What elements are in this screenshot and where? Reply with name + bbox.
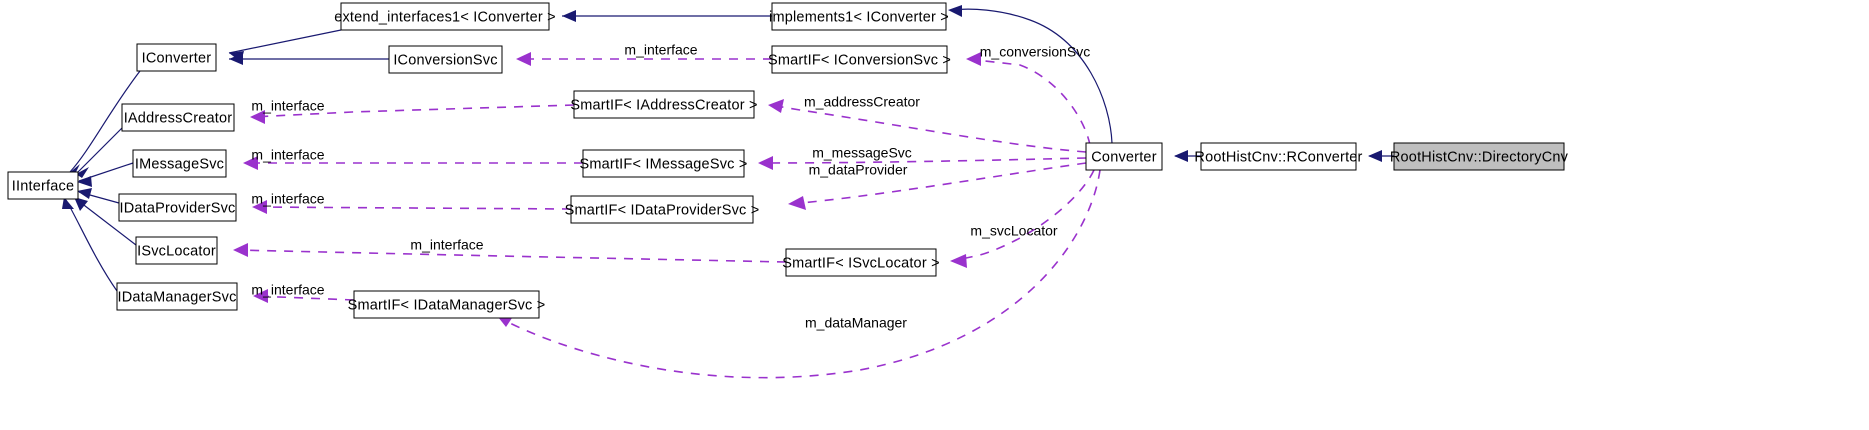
- usage-edge-converter-conversionsvc: [966, 52, 1091, 146]
- lbl-m-conversionsvc: m_conversionSvc: [980, 44, 1091, 60]
- lbl-m-interface-idataprovidersvc: m_interface: [251, 191, 324, 207]
- node-box-extend_interfaces1[interactable]: [340, 2, 550, 31]
- edge-implements1-to-extend-interfaces1: [562, 10, 772, 22]
- node-iaddresscreator[interactable]: IAddressCreator: [121, 103, 235, 132]
- node-label-smartif_idatamanagersvc: SmartIF< IDataManagerSvc >: [348, 297, 546, 313]
- usage-edge-smartif-idatamanagersvc: [253, 289, 355, 303]
- node-label-iconversionsvc: IConversionSvc: [393, 52, 497, 68]
- node-box-iaddresscreator[interactable]: [121, 103, 235, 132]
- node-label-isvclocator: ISvcLocator: [137, 243, 216, 259]
- node-label-iaddresscreator: IAddressCreator: [124, 110, 233, 126]
- node-box-rootcnv_directorycnv[interactable]: [1393, 142, 1565, 171]
- lbl-m-interface-idatamanagersvc: m_interface: [251, 282, 324, 298]
- node-label-converter: Converter: [1091, 149, 1156, 165]
- node-label-imessagesvc: IMessageSvc: [135, 156, 224, 172]
- lbl-m-dataprovider: m_dataProvider: [809, 162, 908, 178]
- usage-edge-smartif-imessagesvc: [243, 156, 583, 170]
- node-iconversionsvc[interactable]: IConversionSvc: [388, 45, 503, 74]
- node-label-smartif_iaddresscreator: SmartIF< IAddressCreator >: [570, 97, 757, 113]
- lbl-m-interface-iaddresscreator: m_interface: [251, 98, 324, 114]
- node-smartif_idatamanagersvc[interactable]: SmartIF< IDataManagerSvc >: [348, 290, 546, 319]
- lbl-m-interface-iconversionsvc: m_interface: [624, 42, 697, 58]
- node-box-smartif_iconversionsvc[interactable]: [771, 45, 948, 74]
- edge-iaddresscreator-to-iinterface: [76, 127, 123, 178]
- node-smartif_idataprovidersvc[interactable]: SmartIF< IDataProviderSvc >: [565, 195, 760, 224]
- edge-extend-interfaces1-to-iconverter: [228, 29, 342, 62]
- node-box-iconverter[interactable]: [136, 43, 217, 72]
- edge-directorycnv-to-rconverter: [1368, 150, 1394, 162]
- node-label-smartif_imessagesvc: SmartIF< IMessageSvc >: [580, 156, 748, 172]
- node-box-idataprovidersvc[interactable]: [118, 193, 237, 222]
- lbl-m-messagesvc: m_messageSvc: [812, 145, 912, 161]
- node-converter[interactable]: Converter: [1085, 142, 1163, 171]
- usage-edge-smartif-iaddresscreator: [250, 104, 575, 124]
- usage-edge-converter-addresscreator: [768, 99, 1087, 153]
- usage-edge-smartif-isvclocator: [233, 243, 787, 263]
- lbl-m-svclocator: m_svcLocator: [970, 223, 1057, 239]
- node-box-converter[interactable]: [1085, 142, 1163, 171]
- node-box-smartif_isvclocator[interactable]: [785, 248, 937, 277]
- node-rootcnv_directorycnv[interactable]: RootHistCnv::DirectoryCnv: [1390, 142, 1569, 171]
- node-box-smartif_iaddresscreator[interactable]: [573, 90, 755, 119]
- node-label-rootcnv_rconverter: RootHistCnv::RConverter: [1194, 149, 1362, 165]
- edge-idataprovidersvc-to-iinterface: [77, 188, 120, 204]
- usage-edge-smartif-iconversionsvc: [516, 52, 772, 66]
- edge-imessagesvc-to-iinterface: [77, 162, 134, 187]
- usage-edge-converter-messagesvc: [758, 156, 1087, 170]
- node-box-imessagesvc[interactable]: [132, 149, 227, 178]
- node-label-smartif_isvclocator: SmartIF< ISvcLocator >: [782, 255, 940, 271]
- node-rootcnv_rconverter[interactable]: RootHistCnv::RConverter: [1194, 142, 1362, 171]
- node-box-isvclocator[interactable]: [135, 236, 218, 265]
- node-label-smartif_idataprovidersvc: SmartIF< IDataProviderSvc >: [565, 202, 760, 218]
- lbl-m-interface-isvclocator: m_interface: [410, 237, 483, 253]
- usage-edge-smartif-idataprovidersvc: [252, 200, 572, 214]
- node-isvclocator[interactable]: ISvcLocator: [135, 236, 218, 265]
- node-box-rootcnv_rconverter[interactable]: [1200, 142, 1357, 171]
- node-label-iinterface: IInterface: [12, 178, 74, 194]
- node-box-smartif_idataprovidersvc[interactable]: [570, 195, 754, 224]
- usage-edge-converter-dataprovider: [788, 162, 1087, 210]
- edge-iconversionsvc-to-iconverter: [229, 53, 389, 65]
- node-box-implements1[interactable]: [771, 2, 947, 31]
- edge-labels: m_interface m_interface m_interface m_inter…: [251, 42, 1090, 331]
- edge-isvclocator-to-iinterface: [74, 197, 137, 246]
- node-iinterface[interactable]: IInterface: [7, 171, 79, 200]
- node-extend_interfaces1[interactable]: extend_interfaces1< IConverter >: [334, 2, 556, 31]
- node-boxes: IInterface IConverterIAddressCreatorIMess…: [7, 2, 1569, 319]
- node-box-smartif_imessagesvc[interactable]: [582, 149, 745, 178]
- node-label-extend_interfaces1: extend_interfaces1< IConverter >: [334, 9, 556, 25]
- node-iconverter[interactable]: IConverter: [136, 43, 217, 72]
- lbl-m-addresscreator: m_addressCreator: [804, 94, 920, 110]
- usage-edge-converter-svclocator: [950, 169, 1095, 268]
- node-smartif_iconversionsvc[interactable]: SmartIF< IConversionSvc >: [768, 45, 951, 74]
- node-box-idatamanagersvc[interactable]: [116, 282, 238, 311]
- node-imessagesvc[interactable]: IMessageSvc: [132, 149, 227, 178]
- inheritance-edges: [62, 5, 1394, 292]
- node-smartif_imessagesvc[interactable]: SmartIF< IMessageSvc >: [580, 149, 748, 178]
- edge-rconverter-to-converter: [1174, 150, 1201, 162]
- lbl-m-datamanager: m_dataManager: [805, 315, 907, 331]
- lbl-m-interface-imessagesvc: m_interface: [251, 147, 324, 163]
- node-label-smartif_iconversionsvc: SmartIF< IConversionSvc >: [768, 52, 951, 68]
- node-label-iconverter: IConverter: [142, 50, 212, 66]
- edge-converter-to-implements1: [948, 5, 1113, 144]
- node-label-implements1: implements1< IConverter >: [769, 9, 949, 25]
- node-label-idataprovidersvc: IDataProviderSvc: [119, 200, 235, 216]
- node-box-iinterface[interactable]: [7, 171, 79, 200]
- node-idatamanagersvc[interactable]: IDataManagerSvc: [116, 282, 238, 311]
- node-implements1[interactable]: implements1< IConverter >: [769, 2, 949, 31]
- node-idataprovidersvc[interactable]: IDataProviderSvc: [118, 193, 237, 222]
- node-smartif_isvclocator[interactable]: SmartIF< ISvcLocator >: [782, 248, 940, 277]
- usage-edges: [233, 52, 1101, 379]
- node-label-rootcnv_directorycnv: RootHistCnv::DirectoryCnv: [1390, 149, 1569, 165]
- node-label-idatamanagersvc: IDataManagerSvc: [117, 289, 236, 305]
- edge-idatamanagersvc-to-iinterface: [62, 197, 118, 292]
- node-box-smartif_idatamanagersvc[interactable]: [353, 290, 540, 319]
- node-box-iconversionsvc[interactable]: [388, 45, 503, 74]
- node-smartif_iaddresscreator[interactable]: SmartIF< IAddressCreator >: [570, 90, 757, 119]
